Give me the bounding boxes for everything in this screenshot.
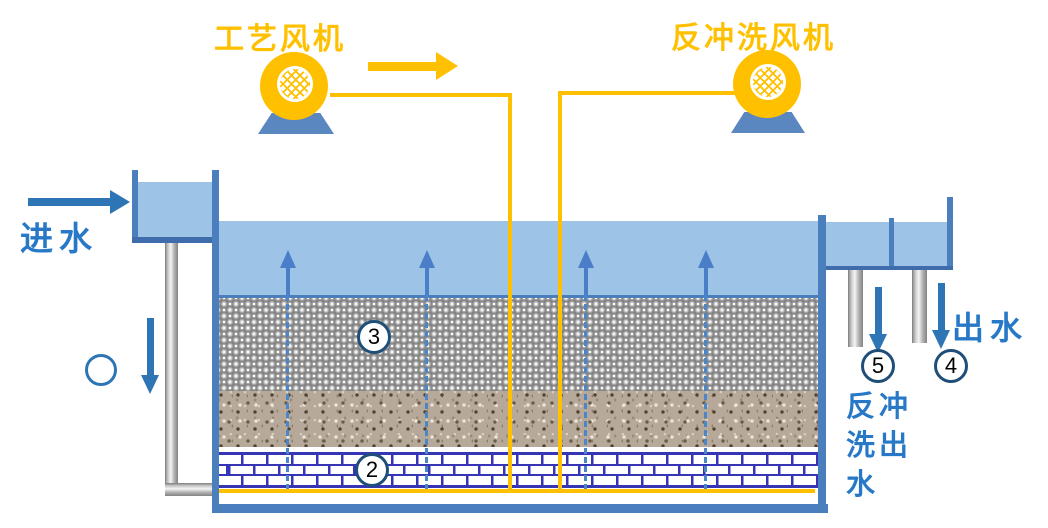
- support-layer-marker: 2: [355, 453, 389, 487]
- brick-row: [216, 455, 818, 464]
- tank-water-zone: [218, 221, 818, 295]
- outlet-trough-divider: [889, 218, 894, 267]
- backwash-outlet-label-line3: 水: [846, 469, 880, 501]
- updraft-dashed-line: [425, 295, 428, 490]
- backwash-outflow-arrow-icon: [869, 334, 887, 353]
- process-air-pipe-vertical-overlay: [508, 93, 512, 493]
- tank-left-wall: [212, 170, 219, 512]
- backwash-outlet-label-line1: 反冲: [846, 391, 913, 423]
- brick-row: [216, 474, 818, 486]
- support-plate-layer: [216, 452, 818, 488]
- backwash-air-pipe-horizontal: [558, 91, 735, 95]
- inlet-arrow-icon: [110, 190, 130, 214]
- outlet-trough-right-wall: [947, 197, 953, 270]
- updraft-dashed-line: [704, 295, 707, 490]
- updraft-arrow-shaft: [704, 267, 708, 295]
- air-flow-arrow-shaft: [368, 62, 438, 71]
- gravel-layer: [218, 391, 818, 447]
- inlet-box-left-wall: [132, 170, 138, 243]
- process-air-pipe-horizontal: [330, 93, 512, 97]
- outlet-outflow-arrow-icon: [932, 330, 950, 349]
- inlet-downflow-arrow-shaft: [147, 318, 154, 376]
- air-flow-arrow-icon: [436, 52, 458, 80]
- backwash-outlet-pipe: [848, 270, 863, 347]
- aeration-distribution-pipe: [218, 489, 815, 493]
- inlet-box-bottom-wall: [132, 237, 218, 243]
- updraft-arrow-shaft: [584, 267, 588, 295]
- backwash-outlet-label-line2: 洗出: [846, 430, 913, 462]
- backwash-air-pipe-vertical-overlay: [558, 91, 562, 493]
- backwash-outflow-arrow-shaft: [875, 287, 882, 335]
- backwash-blower-impeller-icon: [750, 64, 786, 100]
- outlet-trough-bottom: [826, 266, 953, 270]
- updraft-arrow-icon: [578, 250, 594, 268]
- outlet-outflow-arrow-shaft: [938, 283, 945, 331]
- inlet-label: 进水: [20, 220, 98, 257]
- inlet-bottom-pipe: [165, 483, 213, 496]
- process-blower-base-icon: [258, 113, 334, 134]
- inlet-downflow-arrow-icon: [141, 375, 159, 394]
- updraft-arrow-icon: [280, 250, 296, 268]
- process-blower-impeller-icon: [277, 66, 313, 102]
- inlet-downcomer-pipe: [165, 243, 178, 495]
- updraft-dashed-line: [286, 295, 289, 490]
- updraft-arrow-shaft: [286, 267, 290, 295]
- updraft-arrow-shaft: [425, 267, 429, 295]
- backwash-pipe-marker: 5: [861, 349, 895, 383]
- media-layer-marker: 3: [357, 320, 391, 354]
- backwash-blower-label: 反冲洗风机: [671, 22, 836, 55]
- inlet-arrow-shaft: [28, 198, 110, 206]
- updraft-arrow-icon: [698, 250, 714, 268]
- filter-media-layer: [218, 295, 818, 394]
- process-blower-label: 工艺风机: [214, 23, 346, 56]
- tank-right-wall: [818, 215, 826, 512]
- backwash-blower-base-icon: [731, 112, 805, 133]
- tank-bottom-wall: [212, 504, 828, 513]
- outlet-trough-water: [826, 222, 947, 267]
- circle-symbol-icon: [85, 354, 117, 386]
- updraft-dashed-line: [584, 295, 587, 490]
- inlet-box-water: [138, 182, 214, 238]
- backwash-outlet-label: 反冲 洗出 水: [846, 388, 912, 505]
- clean-water-outlet-pipe: [912, 270, 927, 343]
- outlet-pipe-marker: 4: [934, 349, 968, 383]
- outlet-label: 出水: [952, 310, 1029, 346]
- brick-row: [216, 463, 818, 475]
- updraft-arrow-icon: [419, 250, 435, 268]
